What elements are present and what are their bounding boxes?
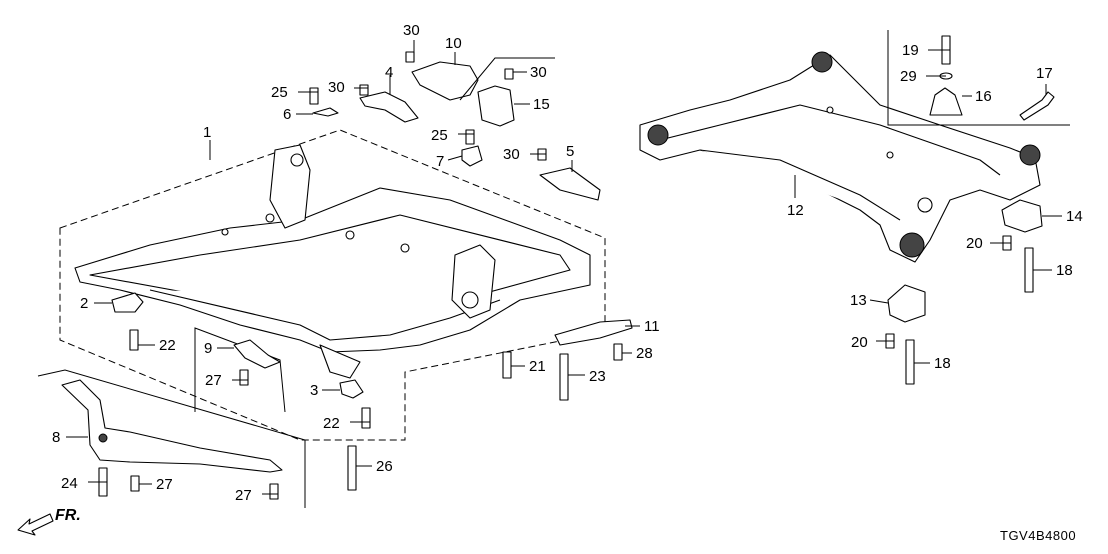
callout-14: 14 xyxy=(1066,208,1083,225)
bolt-part-27-c[interactable] xyxy=(269,483,279,500)
callout-30-center: 30 xyxy=(503,146,520,163)
bracket-part-10[interactable] xyxy=(411,61,479,101)
callout-11: 11 xyxy=(644,318,660,335)
bolt-part-27-a[interactable] xyxy=(239,369,249,386)
bracket-part-6[interactable] xyxy=(312,107,339,117)
callout-17: 17 xyxy=(1036,65,1053,82)
arrow-left-icon xyxy=(17,513,54,536)
callout-23: 23 xyxy=(589,368,606,385)
plate-part-13[interactable] xyxy=(887,284,926,323)
callout-20-lower: 20 xyxy=(851,334,868,351)
callout-26: 26 xyxy=(376,458,393,475)
bolt-part-23[interactable] xyxy=(559,353,569,401)
bracket-part-5[interactable] xyxy=(539,167,601,201)
stay-part-9[interactable] xyxy=(233,339,281,369)
bracket-part-4[interactable] xyxy=(359,91,419,123)
bolt-part-28[interactable] xyxy=(613,343,623,361)
callout-labels: 1 2 3 4 5 6 7 8 9 10 11 12 13 14 15 16 1… xyxy=(52,22,1083,504)
part-8-frame xyxy=(37,369,306,508)
bolt-part-25-center[interactable] xyxy=(465,129,475,145)
callout-30-top: 30 xyxy=(403,22,420,39)
callout-3: 3 xyxy=(310,382,318,399)
rear-parts-frame xyxy=(887,30,1070,126)
callout-27-a: 27 xyxy=(205,372,222,389)
callout-15: 15 xyxy=(533,96,550,113)
callout-6: 6 xyxy=(283,106,291,123)
bolt-part-18-lower[interactable] xyxy=(905,339,915,385)
bolt-part-26[interactable] xyxy=(347,445,357,491)
callout-5: 5 xyxy=(566,143,574,160)
callout-27-c: 27 xyxy=(235,487,252,504)
callout-8: 8 xyxy=(52,429,60,446)
bolt-part-21[interactable] xyxy=(502,351,512,379)
callout-2: 2 xyxy=(80,295,88,312)
front-direction-indicator: FR. xyxy=(17,507,81,536)
callout-25-left: 25 xyxy=(271,84,288,101)
callout-28: 28 xyxy=(636,345,653,362)
rubber-part-16[interactable] xyxy=(929,87,963,116)
callout-4: 4 xyxy=(385,64,393,81)
stay-part-11[interactable] xyxy=(554,319,633,346)
diagram-code: TGV4B4800 xyxy=(1000,528,1076,543)
callout-30-left: 30 xyxy=(328,79,345,96)
callout-22-left: 22 xyxy=(159,337,176,354)
callout-12: 12 xyxy=(787,202,804,219)
front-subframe[interactable] xyxy=(74,144,591,379)
bolt-part-30-top[interactable] xyxy=(405,51,415,63)
callout-25-center: 25 xyxy=(431,127,448,144)
callout-19: 19 xyxy=(902,42,919,59)
callout-18-lower: 18 xyxy=(934,355,951,372)
subframe-group-outline xyxy=(59,129,606,441)
bolt-part-18-upper[interactable] xyxy=(1024,247,1034,293)
bolt-part-22-left[interactable] xyxy=(129,329,139,351)
callout-24: 24 xyxy=(61,475,78,492)
leader-lines xyxy=(66,40,1062,495)
direction-label: FR. xyxy=(55,507,81,524)
callout-13: 13 xyxy=(850,292,867,309)
callout-7: 7 xyxy=(436,153,444,170)
callout-22-bottom: 22 xyxy=(323,415,340,432)
plate-part-14[interactable] xyxy=(1001,199,1043,233)
callout-21: 21 xyxy=(529,358,546,375)
callout-10: 10 xyxy=(445,35,462,52)
callout-16: 16 xyxy=(975,88,992,105)
bolt-part-25-left[interactable] xyxy=(309,87,319,105)
bolt-part-27-b[interactable] xyxy=(130,475,140,492)
bolt-part-30-right[interactable] xyxy=(504,68,514,80)
rear-subframe[interactable] xyxy=(639,51,1041,263)
callout-27-b: 27 xyxy=(156,476,173,493)
bracket-part-7[interactable] xyxy=(461,145,483,167)
bolt-part-17[interactable] xyxy=(1019,91,1055,121)
bolt-part-30-left[interactable] xyxy=(359,84,369,96)
mount-part-15[interactable] xyxy=(477,85,515,127)
crossbar-part-8[interactable] xyxy=(61,379,283,473)
bracket-part-3[interactable] xyxy=(339,379,364,399)
bracket-part-2[interactable] xyxy=(111,292,144,313)
callout-30-right: 30 xyxy=(530,64,547,81)
callout-18-upper: 18 xyxy=(1056,262,1073,279)
part-15-frame xyxy=(459,57,555,101)
callout-1: 1 xyxy=(203,124,211,141)
callout-9: 9 xyxy=(204,340,212,357)
bolt-part-22-bottom[interactable] xyxy=(361,407,371,429)
callout-20-upper: 20 xyxy=(966,235,983,252)
callout-29: 29 xyxy=(900,68,917,85)
